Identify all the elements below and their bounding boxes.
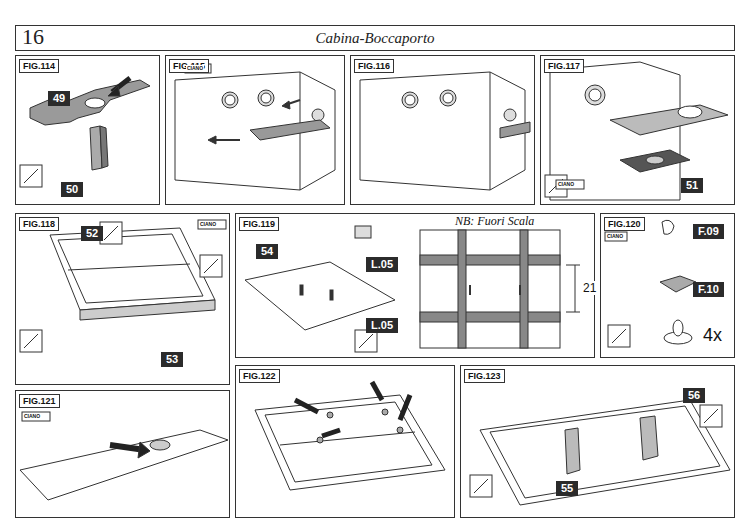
figure-label: FIG.123: [464, 369, 505, 383]
part-number: 53: [166, 353, 178, 365]
part-number: L.05: [371, 319, 393, 331]
callout-number: 53: [161, 352, 183, 367]
part-number: 50: [66, 183, 78, 195]
annotation-text: 21: [582, 281, 597, 295]
callout-number: 50: [61, 182, 83, 197]
figure-panel: FIG.118 52 53: [15, 213, 230, 385]
part-number: 54: [261, 245, 273, 257]
glue-label: CIANO: [606, 233, 624, 239]
part-number: 51: [686, 179, 698, 191]
figure-label: FIG.119: [239, 217, 279, 231]
figure-panel: FIG.116: [350, 55, 535, 205]
figure-label: FIG.118: [19, 217, 59, 231]
page-title: Cabina-Boccaporto: [16, 30, 734, 47]
part-number: 52: [86, 227, 98, 239]
callout-number: 55: [556, 481, 578, 496]
glue-label: CIANO: [23, 413, 41, 419]
callout-number: 54: [256, 244, 278, 259]
callout-number: F.09: [693, 224, 724, 239]
callout-number: F.10: [693, 282, 724, 297]
figure-panel: FIG.121: [15, 390, 230, 518]
glue-label: CIANO: [186, 65, 204, 71]
figure-label: FIG.116: [354, 59, 394, 73]
glue-label: CIANO: [557, 181, 575, 187]
annotation-text: NB: Fuori Scala: [455, 214, 534, 229]
callout-number: 51: [681, 178, 703, 193]
figure-label: FIG.122: [239, 369, 280, 383]
callout-number: 49: [48, 91, 70, 106]
annotation-text: 4x: [703, 325, 722, 346]
callout-number: L.05: [366, 318, 398, 333]
figure-label: FIG.114: [19, 59, 59, 73]
figure-panel: FIG.11954L.05L.05: [235, 213, 595, 358]
figure-panel: FIG.122: [235, 365, 455, 518]
part-number: 55: [561, 482, 573, 494]
part-number: 56: [688, 389, 700, 401]
callout-number: 52: [81, 226, 103, 241]
callout-number: 56: [683, 388, 705, 403]
figure-panel: FIG.123 56 55: [460, 365, 735, 518]
part-number: F.10: [698, 283, 719, 295]
figure-panel: FIG.114 49 50: [15, 55, 160, 205]
part-number: 49: [53, 92, 65, 104]
figure-label: FIG.121: [19, 394, 60, 408]
part-number: F.09: [698, 225, 719, 237]
glue-label: CIANO: [199, 221, 217, 227]
callout-number: L.05: [366, 257, 398, 272]
figure-label: FIG.120: [604, 217, 645, 231]
page-header: 16Cabina-Boccaporto: [15, 25, 735, 51]
page-number: 16: [22, 24, 44, 50]
figure-panel: FIG.115: [165, 55, 345, 205]
part-number: L.05: [371, 258, 393, 270]
figure-label: FIG.117: [544, 59, 584, 73]
